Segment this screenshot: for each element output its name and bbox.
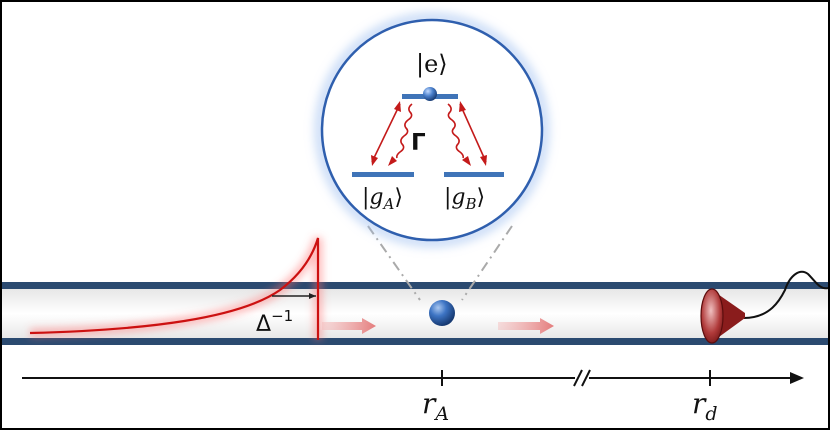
zoom-lines: [367, 225, 513, 301]
atom-position-label: rA: [422, 387, 449, 425]
propagation-arrow: [322, 318, 376, 334]
axis-arrowhead: [790, 372, 804, 384]
magnifier-glow: [315, 13, 549, 247]
ground-a-label: |gA⟩: [362, 185, 403, 213]
transition-arrows-b: [447, 101, 487, 166]
propagation-arrow: [498, 318, 554, 334]
photon-pulse: [29, 236, 323, 340]
pulse-width-label: Δ−1: [256, 307, 293, 337]
atom-state-marker: [423, 87, 437, 101]
ground-b-label: |gB⟩: [444, 185, 485, 213]
decay-rate-label: Γ: [411, 130, 426, 156]
pulse-width-marker: Δ−1: [256, 293, 316, 337]
position-axis: rA rd: [22, 369, 804, 425]
waveguide-top-wall: [2, 282, 828, 289]
detector-face: [700, 288, 724, 344]
waveguide-bottom-wall: [2, 338, 828, 345]
level-scheme-magnifier: |e⟩ Γ |gA⟩ |gB⟩: [315, 13, 549, 247]
ground-b-level-bar: [444, 172, 504, 177]
atom-sphere: [429, 300, 455, 326]
waveguide-core: [2, 288, 828, 340]
detector-cable: [743, 270, 829, 319]
transition-arrows-a: [371, 101, 413, 166]
waveguide: [2, 282, 828, 345]
magnifier-ring: [320, 18, 544, 242]
pulse-shape: [29, 237, 320, 340]
detector-position-label: rd: [692, 387, 718, 425]
photodetector-icon: [700, 270, 829, 344]
excited-state-label: |e⟩: [416, 50, 448, 79]
ground-a-level-bar: [352, 172, 414, 177]
